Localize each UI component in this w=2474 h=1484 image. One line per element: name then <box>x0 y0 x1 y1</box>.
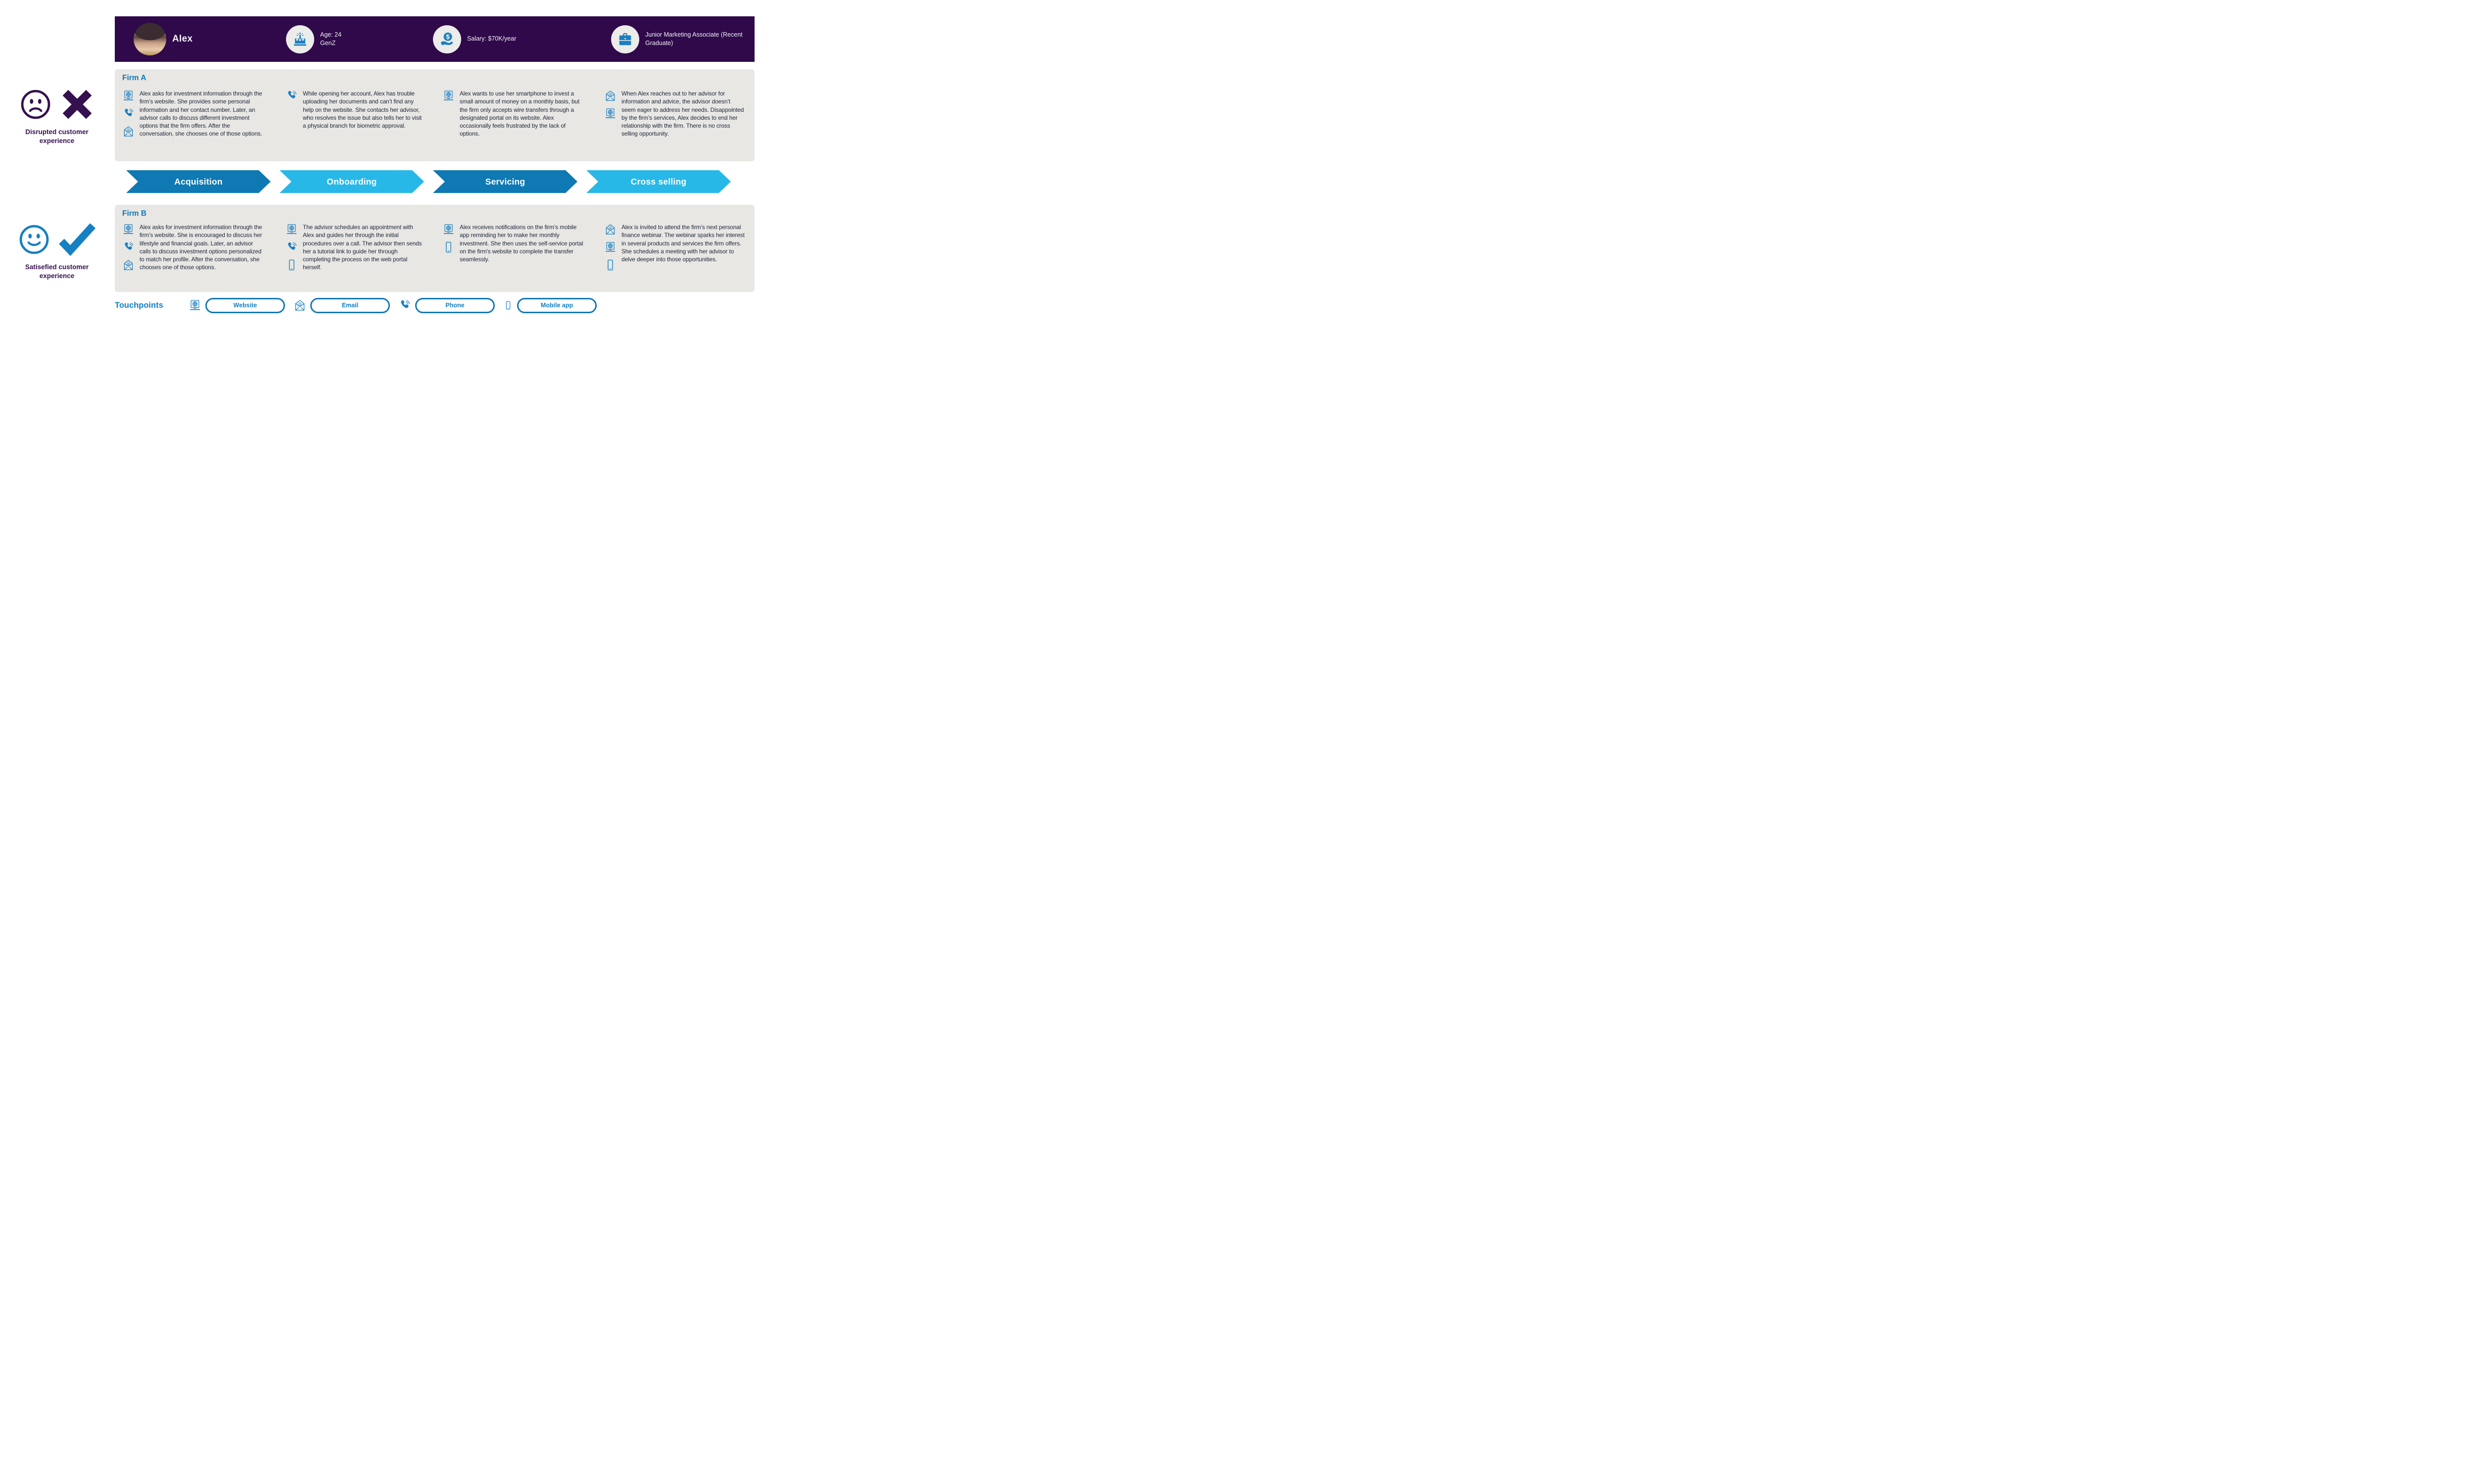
phone-icon <box>286 241 297 253</box>
mobile-icon <box>443 241 454 253</box>
avatar <box>134 23 166 55</box>
persona-job-group: Junior Marketing Associate (Recent Gradu… <box>611 16 747 62</box>
website-icon <box>605 241 616 253</box>
firm-a-acquisition-cell: Alex asks for investment information thr… <box>115 90 279 159</box>
firm-a-onboarding-text: While opening her account, Alex has trou… <box>303 90 422 130</box>
birthday-cake-icon <box>292 31 308 48</box>
persona-age: Age: 24 GenZ <box>320 31 342 47</box>
touchpoint-website: Website <box>189 297 285 313</box>
mobile-icon <box>605 259 616 271</box>
persona-age-group: Age: 24 GenZ <box>286 16 341 62</box>
firm-b-title: Firm B <box>122 209 147 218</box>
email-icon <box>605 90 616 101</box>
firm-b-servicing-text: Alex receives notifications on the firm’… <box>460 224 583 263</box>
mobile-app-pill-button[interactable]: Mobile app <box>517 297 597 313</box>
email-icon <box>294 299 306 311</box>
firm-a-servicing-text: Alex wants to use her smartphone to inve… <box>460 90 580 138</box>
stage-arrow-onboarding: Onboarding <box>280 170 424 193</box>
website-icon <box>443 224 454 235</box>
email-icon <box>123 126 134 137</box>
touchpoint-email: Email <box>294 297 390 313</box>
persona-name: Alex <box>172 34 193 44</box>
satisfied-experience-indicator: Satisefied customer experience <box>7 222 106 280</box>
stage-arrow-servicing: Servicing <box>433 170 577 193</box>
disrupted-experience-indicator: Disrupted customer experience <box>7 87 106 145</box>
website-icon <box>123 90 134 101</box>
firm-b-onboarding-cell: The advisor schedules an appointment wit… <box>279 223 436 290</box>
firm-a-servicing-cell: Alex wants to use her smartphone to inve… <box>436 90 598 159</box>
firm-a-onboarding-cell: While opening her account, Alex has trou… <box>279 90 436 159</box>
firm-b-cross-selling-cell: Alex is invited to attend the firm’s nex… <box>598 223 755 290</box>
phone-icon <box>123 241 134 253</box>
touchpoint-mobile-app: Mobile app <box>504 297 597 313</box>
persona-salary: Salary: $70K/year <box>467 35 517 43</box>
phone-pill-button[interactable]: Phone <box>415 297 495 313</box>
mobile-icon <box>286 259 297 271</box>
firm-a-acquisition-text: Alex asks for investment information thr… <box>140 90 262 138</box>
phone-icon <box>286 90 297 101</box>
persona-salary-group: Salary: $70K/year <box>433 16 516 62</box>
firm-b-panel: Firm B Alex asks for investment informat… <box>115 205 755 292</box>
sad-face-icon <box>21 90 50 119</box>
touchpoint-phone: Phone <box>399 297 495 313</box>
firm-a-cross-selling-cell: When Alex reaches out to her advisor for… <box>598 90 755 159</box>
persona-header: Alex Age: 24 GenZ Salary: $70K/year Juni… <box>115 16 755 62</box>
persona-job: Junior Marketing Associate (Recent Gradu… <box>645 31 743 47</box>
website-icon <box>605 108 616 119</box>
email-pill-button[interactable]: Email <box>310 297 390 313</box>
disrupted-experience-label: Disrupted customer experience <box>25 128 89 144</box>
website-icon <box>123 224 134 235</box>
salary-hand-icon <box>439 31 455 48</box>
website-icon <box>443 90 454 101</box>
firm-a-cross-selling-text: When Alex reaches out to her advisor for… <box>621 90 744 138</box>
website-pill-button[interactable]: Website <box>205 297 285 313</box>
firm-b-acquisition-text: Alex asks for investment information thr… <box>140 224 262 271</box>
x-mark-icon <box>62 90 92 119</box>
touchpoints-label: Touchpoints <box>115 300 163 310</box>
firm-a-title: Firm A <box>122 74 146 82</box>
touchpoints-row: Touchpoints Website Email Phone Mobile a… <box>115 296 755 315</box>
satisfied-experience-label: Satisefied customer experience <box>25 263 89 280</box>
firm-a-panel: Firm A Alex asks for investment informat… <box>115 69 755 161</box>
phone-icon <box>399 299 411 311</box>
firm-b-servicing-cell: Alex receives notifications on the firm’… <box>436 223 598 290</box>
website-icon <box>189 299 201 311</box>
email-icon <box>605 224 616 235</box>
firm-b-cross-selling-text: Alex is invited to attend the firm’s nex… <box>621 224 745 263</box>
website-icon <box>286 224 297 235</box>
firm-b-acquisition-cell: Alex asks for investment information thr… <box>115 223 279 290</box>
briefcase-icon <box>617 31 633 48</box>
firm-b-onboarding-text: The advisor schedules an appointment wit… <box>303 224 422 271</box>
journey-stages: Acquisition Onboarding Servicing Cross s… <box>115 170 755 193</box>
check-mark-icon <box>58 223 95 256</box>
phone-icon <box>123 108 134 119</box>
mobile-icon <box>504 299 513 311</box>
smiley-face-icon <box>19 225 48 254</box>
stage-arrow-cross-selling: Cross selling <box>586 170 731 193</box>
stage-arrow-acquisition: Acquisition <box>126 170 271 193</box>
customer-journey-map: Disrupted customer experience Satisefied… <box>0 0 776 335</box>
email-icon <box>123 259 134 271</box>
persona-identity: Alex <box>134 16 192 62</box>
